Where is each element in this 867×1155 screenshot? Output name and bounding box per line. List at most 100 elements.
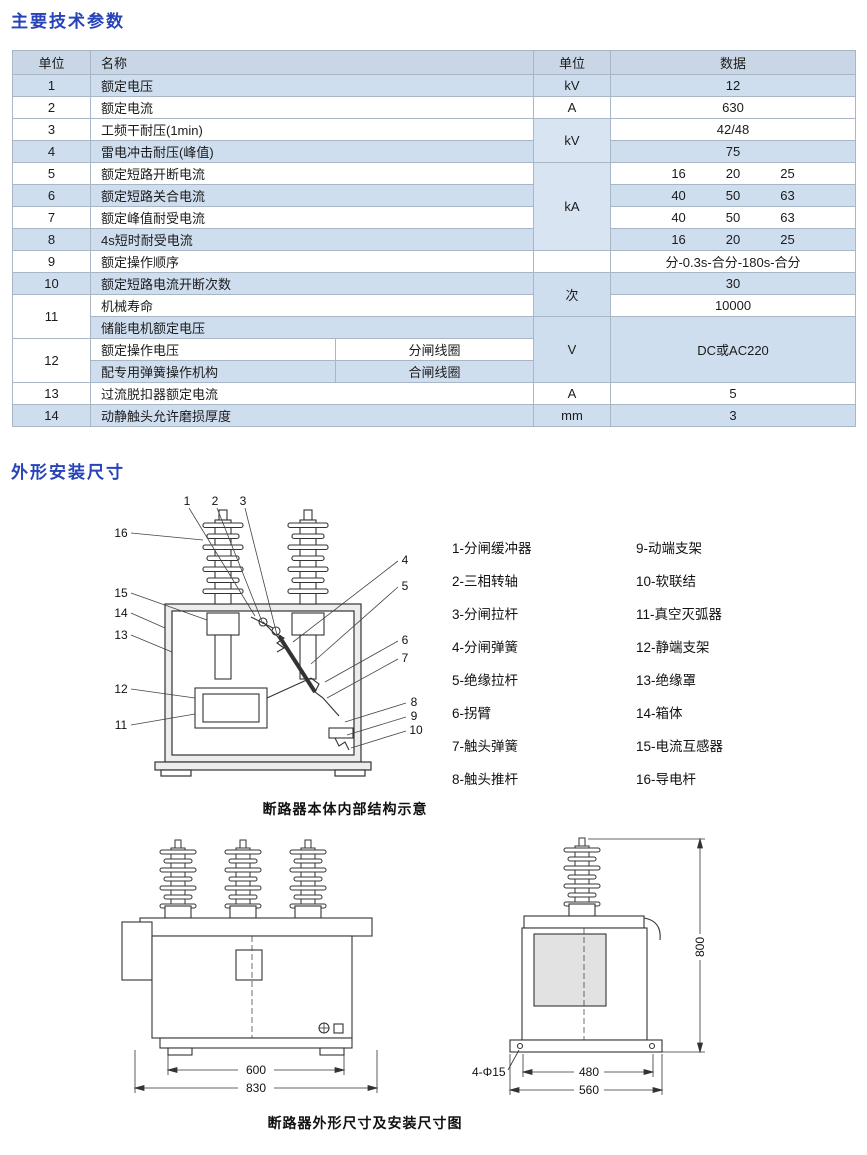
cell-no: 3 <box>12 118 91 141</box>
legend-item-10: 10-软联结 <box>636 574 697 589</box>
callout-3: 3 <box>240 494 247 508</box>
cell-coil: 合闸线圈 <box>334 360 535 383</box>
cell-name: 额定操作顺序 <box>89 250 535 273</box>
legend-item-16: 16-导电杆 <box>636 772 697 787</box>
cell-data: 10000 <box>610 294 857 317</box>
dim-560-label: 560 <box>579 1083 599 1097</box>
callout-11: 11 <box>115 718 128 732</box>
parameters-table: 单位 名称 单位 数据 1 额定电压 kV 12 2 额定电流 A 630 3 … <box>12 50 857 427</box>
right-bushing-insulator <box>287 509 329 605</box>
cell-unit-merged: kA <box>533 162 612 251</box>
parts-legend: 1-分闸缓冲器 2-三相转轴 3-分闸拉杆 4-分闸弹簧 5-绝缘拉杆 6-拐臂… <box>452 537 786 788</box>
cell-coil: 分闸线圈 <box>334 338 535 361</box>
legend-item-4: 4-分闸弹簧 <box>452 640 519 655</box>
table-row: 4 雷电冲击耐压(峰值) 75 <box>12 140 857 163</box>
cell-unit-merged: kV <box>533 118 612 163</box>
callout-16: 16 <box>114 526 128 540</box>
cell-name: 动静触头允许磨损厚度 <box>89 404 535 427</box>
cell-unit-merged: 次 <box>533 272 612 317</box>
cell-name: 额定短路关合电流 <box>89 184 535 207</box>
front-view-figure: 600 830 <box>121 839 379 1095</box>
cell-data: 分-0.3s-合分-180s-合分 <box>610 250 857 273</box>
side-view-drawing <box>509 837 663 1053</box>
cell-unit: mm <box>533 404 612 427</box>
callout-7: 7 <box>402 651 409 665</box>
table-row: 1 额定电压 kV 12 <box>12 74 857 97</box>
callout-4: 4 <box>402 553 409 567</box>
cell-name: 雷电冲击耐压(峰值) <box>89 140 535 163</box>
callout-6: 6 <box>402 633 409 647</box>
cell-no: 7 <box>12 206 91 229</box>
cell-no: 10 <box>12 272 91 295</box>
section-title-dimensions: 外形安装尺寸 <box>11 463 125 482</box>
cell-name: 配专用弹簧操作机构 <box>90 360 336 383</box>
legend-column-1: 1-分闸缓冲器 2-三相转轴 3-分闸拉杆 4-分闸弹簧 5-绝缘拉杆 6-拐臂… <box>452 537 602 788</box>
table-row: 13 过流脱扣器额定电流 A 5 <box>12 382 857 405</box>
cell-no: 2 <box>12 96 91 119</box>
cell-name: 4s短时耐受电流 <box>89 228 535 251</box>
side-view-dimensions: 4-Φ15 480 560 800 <box>472 837 707 1097</box>
table-row: 储能电机额定电压 V DC或AC220 <box>13 316 857 383</box>
dim-800-label: 800 <box>693 937 707 957</box>
legend-item-5: 5-绝缘拉杆 <box>452 673 519 688</box>
table-row: 11 机械寿命 10000 <box>12 294 857 339</box>
header-data: 数据 <box>610 50 857 75</box>
header-name: 名称 <box>89 50 535 75</box>
cell-unit: A <box>533 96 612 119</box>
callout-1: 1 <box>184 494 191 508</box>
cell-no: 6 <box>12 184 91 207</box>
cell-no: 8 <box>12 228 91 251</box>
section-title-parameters: 主要技术参数 <box>11 12 125 31</box>
callout-2: 2 <box>212 494 219 508</box>
table-row: 10 额定短路电流开断次数 次 30 <box>12 272 857 317</box>
cell-name: 额定电流 <box>89 96 535 119</box>
cell-name: 过流脱扣器额定电流 <box>89 382 535 405</box>
cell-no: 9 <box>12 250 91 273</box>
callout-15: 15 <box>114 586 128 600</box>
internal-mechanism <box>194 612 354 751</box>
cell-data: 3 <box>610 404 857 427</box>
cell-no: 5 <box>12 162 91 185</box>
header-unit: 单位 <box>533 50 612 75</box>
cell-name: 额定电压 <box>89 74 535 97</box>
cell-name: 额定短路开断电流 <box>89 162 535 185</box>
cell-unit-merged: V <box>533 316 612 383</box>
dim-830-label: 830 <box>246 1081 266 1095</box>
cell-unit: A <box>533 382 612 405</box>
callout-8: 8 <box>411 695 418 709</box>
cell-name: 额定操作电压 <box>90 338 336 361</box>
cell-data-merged: DC或AC220 <box>610 316 857 383</box>
cell-no: 4 <box>12 140 91 163</box>
front-view-drawing <box>121 839 373 1056</box>
legend-item-9: 9-动端支架 <box>636 541 703 556</box>
fig-outline-caption: 断路器外形尺寸及安装尺寸图 <box>267 1115 463 1131</box>
legend-item-8: 8-触头推杆 <box>452 772 519 787</box>
cell-name: 工频干耐压(1min) <box>89 118 535 141</box>
header-no: 单位 <box>12 50 91 75</box>
table-row: 3 工频干耐压(1min) kV 42/48 <box>12 118 857 163</box>
front-view-dimensions: 600 830 <box>133 1050 379 1095</box>
mounting-holes-label: 4-Φ15 <box>472 1065 506 1079</box>
table-row: 12 额定操作电压 分闸线圈 <box>12 338 856 383</box>
legend-item-12: 12-静端支架 <box>636 640 710 655</box>
table-row: 2 额定电流 A 630 <box>12 96 857 119</box>
cell-data: 5 <box>610 382 857 405</box>
legend-item-15: 15-电流互感器 <box>636 739 724 754</box>
legend-item-14: 14-箱体 <box>636 706 683 721</box>
callout-14: 14 <box>114 606 128 620</box>
cell-name: 额定短路电流开断次数 <box>89 272 535 295</box>
cell-data: 630 <box>610 96 857 119</box>
cell-no-merged: 11 <box>12 294 91 339</box>
legend-item-6: 6-拐臂 <box>452 706 492 721</box>
cell-data: 12 <box>610 74 857 97</box>
legend-item-7: 7-触头弹簧 <box>452 739 519 754</box>
callout-leader-lines <box>130 507 407 749</box>
callout-12: 12 <box>114 682 128 696</box>
callout-numbers: 1 2 3 4 5 6 7 8 9 10 11 12 13 14 15 16 <box>114 494 423 737</box>
